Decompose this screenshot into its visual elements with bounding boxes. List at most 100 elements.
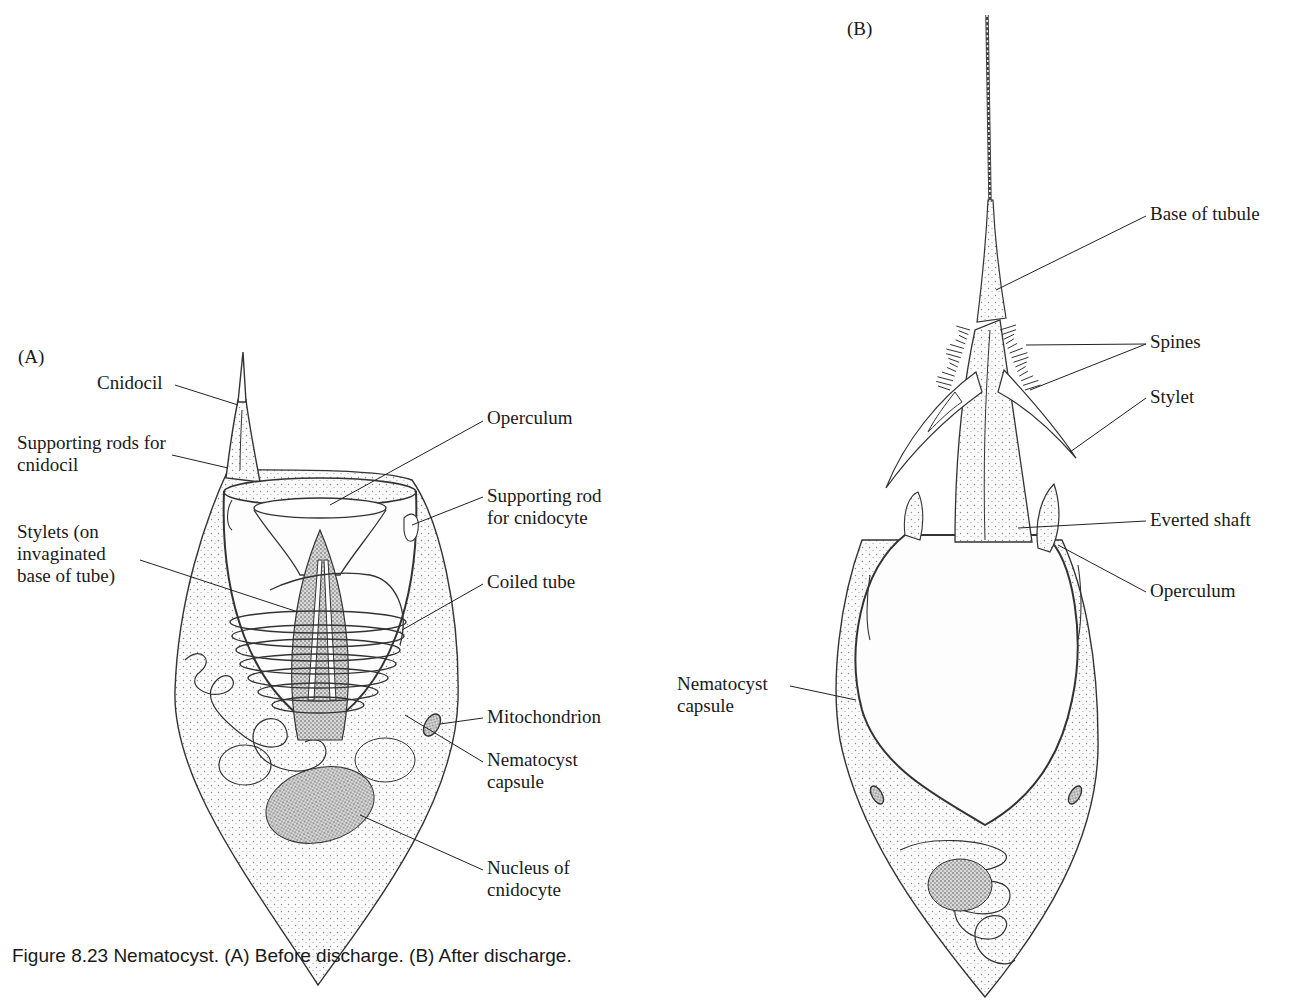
spine [1010,348,1023,353]
stylet [886,372,982,488]
spine [1023,380,1038,385]
part-label: Base of tubule [1150,203,1260,225]
leader-lines [140,560,298,612]
part-label: Coiled tube [487,571,575,593]
mitochondrion [420,711,444,739]
spine [1012,353,1028,358]
tubule [987,15,990,202]
supporting-rod [904,492,922,540]
spine [1008,343,1017,348]
coiled-tube [240,654,396,674]
part-label: Operculum [1150,580,1235,602]
nucleus-lobe [355,738,415,782]
mitochondrion [1066,784,1085,806]
spine [1021,376,1033,381]
supporting-rod [228,500,233,530]
everted-shaft [955,320,1032,542]
cell-b [836,15,1098,997]
cnidocil-base [226,400,260,482]
leader-lines [1030,344,1146,390]
supporting-rod [1078,565,1081,640]
spine [950,363,958,367]
leader-lines [996,216,1146,290]
leader-lines [402,584,483,630]
part-label: Stylets (on invaginated base of tube) [17,521,139,587]
coiled-tube [258,683,378,701]
leader-lines [360,815,483,870]
tubule-striation [987,15,990,202]
panel-letter: (A) [18,346,44,368]
part-label: Nematocyst capsule [677,673,789,717]
cnidocyte-outline [175,470,458,985]
stylet-rod [324,560,336,700]
cytoplasm-loop [219,745,271,785]
spine [946,354,961,358]
part-label: Everted shaft [1150,509,1251,531]
part-label: Mitochondrion [487,706,601,728]
spine [950,344,964,348]
leader-lines [1070,398,1146,452]
leader-lines [790,686,856,700]
coiled-tube [232,625,404,647]
leader-lines [330,421,483,505]
spine [946,349,962,353]
leader-lines [175,385,238,405]
mitochondrion [868,784,887,806]
part-label: Cnidocil [97,372,162,394]
leader-lines [1058,545,1146,592]
cnidocil-rod [240,410,242,470]
capsule [856,535,1078,825]
cell-a [175,352,458,985]
part-label: Nematocyst capsule [487,749,599,793]
cytoplasm-coils [900,841,1015,964]
leader-lines [1026,344,1146,345]
spine [1019,371,1028,376]
leader-lines [1018,521,1146,528]
spine [937,377,953,381]
spine [942,372,955,376]
spine [947,368,956,372]
spine [1000,325,1016,330]
leader-lines [140,216,1146,870]
coiled-tube [230,611,406,633]
supporting-rod [404,514,418,541]
leader-lines [440,718,483,724]
nucleus [928,859,992,911]
stylet-cone [292,530,349,740]
stylet [928,392,962,432]
part-label: Operculum [487,407,572,429]
leader-lines [412,497,483,525]
spines [936,325,1040,390]
coiled-tube [272,697,364,713]
operculum [1037,484,1059,552]
spine [948,358,959,362]
panel-letter: (B) [847,18,872,40]
spine [938,386,950,390]
leader-lines [172,455,228,468]
part-label: Stylet [1150,386,1194,408]
spine [1017,367,1025,372]
spine [1004,334,1014,339]
spine [1015,362,1026,367]
tubule-base [977,200,1006,322]
part-label: Supporting rod for cnidocyte [487,485,625,529]
stylet [998,370,1076,458]
coiled-tube [248,668,388,688]
figure-caption: Figure 8.23 Nematocyst. (A) Before disch… [12,945,572,967]
coiled-tube [230,611,406,713]
part-label: Nucleus of cnidocyte [487,857,591,901]
spine [1013,357,1028,362]
part-label: Spines [1150,331,1201,353]
spine [959,331,969,335]
spine [959,335,967,339]
part-label: Supporting rods for cnidocil [17,432,167,476]
supporting-rod [867,575,870,640]
spine [956,326,970,330]
shaft-fold [984,330,990,540]
stylet-rod [308,560,322,700]
spine [956,340,966,344]
spine [1006,339,1014,344]
spine [936,381,951,385]
operculum [254,498,386,518]
